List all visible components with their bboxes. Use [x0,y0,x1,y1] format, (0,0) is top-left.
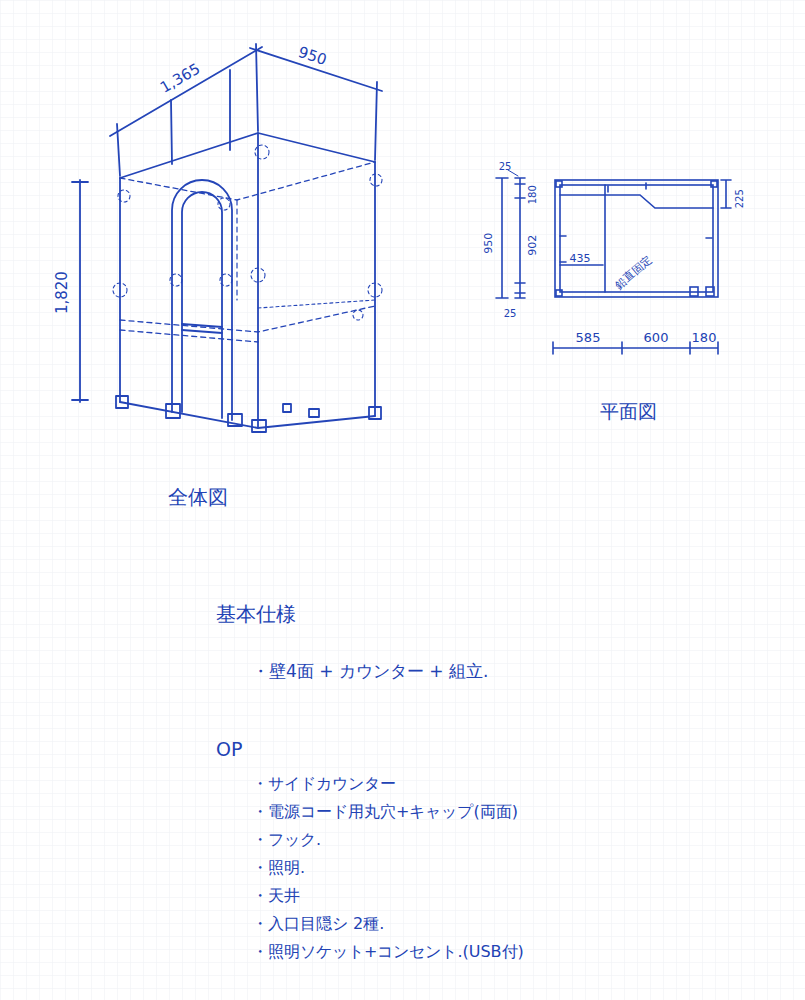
dimension-label: 600 [644,331,669,346]
spec-item: ・壁4面 + カウンター + 組立. [252,662,488,682]
dimension-label: 585 [576,331,601,346]
dimension-label: 180 [527,185,539,204]
spec-item: ・照明ソケット+コンセント.(USB付) [252,943,524,961]
spec-item: ・電源コード用丸穴+キャップ(両面) [252,803,518,821]
dimension-label: 435 [570,253,591,266]
spec-heading: 基本仕様 [216,603,296,626]
dimension-label: 25 [499,161,512,173]
dimension-label: 180 [692,331,717,346]
dimension-label: 902 [527,235,540,256]
spec-item: ・照明. [252,859,305,877]
dimension-label: 25 [504,308,517,320]
booth-perspective [72,44,382,432]
spec-heading: OP [216,739,242,761]
dimension-label: 1,820 [53,272,70,315]
spec-item: ・サイドカウンター [252,775,396,793]
view-title: 全体図 [168,486,228,509]
note-label: 鉛直固定 [613,254,655,292]
dimension-label: 950 [296,44,329,69]
booth-plan [496,170,731,354]
dimension-label: 225 [734,189,746,208]
dimension-label: 1,365 [157,61,203,97]
spec-item: ・入口目隠シ 2種. [252,915,384,933]
dimension-label: 950 [483,233,496,254]
spec-item: ・フック. [252,831,321,849]
view-title: 平面図 [600,401,657,423]
spec-item: ・天井 [252,887,300,905]
